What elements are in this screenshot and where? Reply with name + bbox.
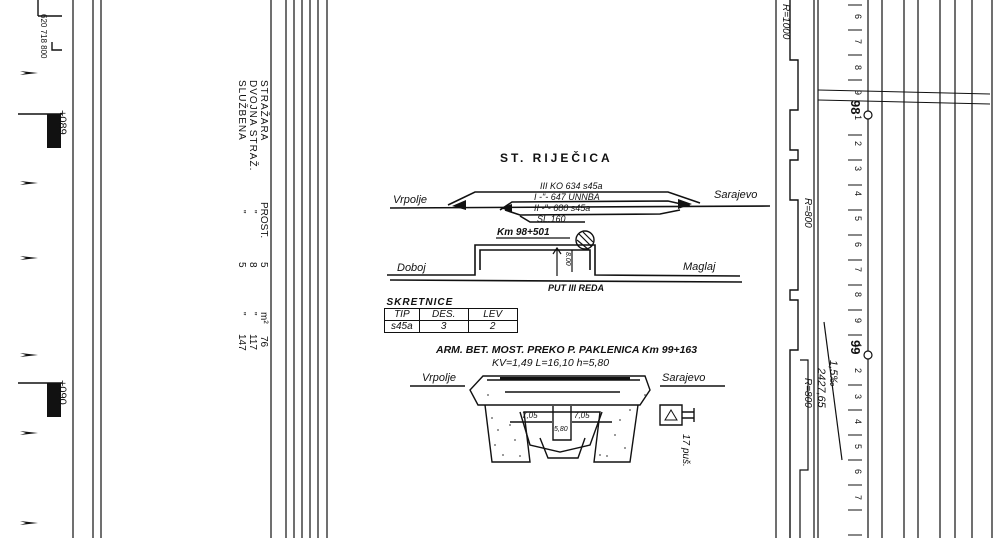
road-label: PUT III REDA <box>548 283 605 293</box>
bridge-span-right: 7,05 <box>574 411 590 420</box>
ruler-digit: 4 <box>853 418 863 424</box>
station-left-dest: Vrpolje <box>393 194 428 206</box>
km-mark-089: +089 <box>56 110 68 135</box>
offset-label: 620 718 800 <box>39 14 48 59</box>
track-2-label: II -"- 680 s45a <box>534 203 591 213</box>
personnel-b2: 117 <box>247 334 258 350</box>
ruler-digit: 7 <box>853 39 863 45</box>
personnel-b1: 76 <box>258 336 269 348</box>
station-title: ST. RIJEČICA <box>500 151 613 165</box>
personnel-b3: 147 <box>236 334 247 351</box>
road-right: Maglaj <box>683 261 716 273</box>
track-3-label: III KO 634 s45a <box>540 181 603 191</box>
ruler-digit: 4 <box>853 191 863 197</box>
bridge-section <box>410 375 725 463</box>
bridge-mid: 5,80 <box>554 426 568 433</box>
ruler-digit: 9 <box>853 89 863 95</box>
ruler-digit: 8 <box>853 64 863 70</box>
bridge-right-dest: Sarajevo <box>662 372 706 384</box>
ruler-digit: 5 <box>853 216 863 222</box>
personnel-q3: " <box>236 210 247 214</box>
track-1-label: I -"- 647 UNNBA <box>534 192 600 202</box>
station-km: Km 98+501 <box>497 227 550 238</box>
personnel-q2: " <box>247 210 258 214</box>
station-right-dest: Sarajevo <box>714 189 758 201</box>
personnel-unit: m² <box>258 312 269 324</box>
switch-table-title: SKRETNICE <box>386 297 454 308</box>
switch-cell-lev: 2 <box>467 320 518 333</box>
personnel-q2b: " <box>247 312 258 316</box>
km-block-089 <box>47 114 61 148</box>
ruler-digit: 2 <box>853 368 863 374</box>
switch-table: SKRETNICE TIP DES. LEV s45a 3 2 <box>384 297 518 333</box>
personnel-a1: 5 <box>258 262 269 268</box>
curvature-line <box>789 0 799 538</box>
km-circle-99 <box>863 350 873 360</box>
ruler-digit: 9 <box>853 317 863 323</box>
ruler-digit: 6 <box>853 241 863 247</box>
switch-head-lev: LEV <box>467 308 518 321</box>
station-side-small: 8.00 <box>564 252 571 266</box>
personnel-line2: DVOJNA STRAŽ. <box>247 80 258 172</box>
ruler-digit: 6 <box>853 469 863 475</box>
radius-bot: R=800 <box>802 378 813 408</box>
personnel-a3: 5 <box>236 262 247 268</box>
km-98-label: 98 <box>848 100 863 115</box>
bridge-params: KV=1,49 L=16,10 h=5,80 <box>492 357 610 369</box>
ruler-digit: 6 <box>853 14 863 20</box>
bridge-count: 17 puš. <box>680 434 691 467</box>
bridge-span-left: 7,05 <box>522 411 538 420</box>
ruler-digit: 7 <box>853 267 863 273</box>
personnel-prost: PROST. <box>258 202 269 239</box>
bridge-title: ARM. BET. MOST. PREKO P. PAKLENICA Km 99… <box>436 344 698 356</box>
km-block-090 <box>47 383 61 417</box>
road <box>387 244 743 283</box>
ruler-digit: 3 <box>853 393 863 399</box>
switch-cell-des: 3 <box>418 320 469 333</box>
radius-mid: R=800 <box>802 198 813 228</box>
ruler-ticks <box>817 4 991 536</box>
arrow-marks <box>20 71 38 525</box>
ruler-digit: 8 <box>853 292 863 298</box>
ruler-digit: 7 <box>853 494 863 500</box>
personnel-a2: 8 <box>247 262 258 268</box>
ruler-digit: 1 <box>853 342 863 348</box>
road-left: Doboj <box>397 262 426 274</box>
switch-cell-tip: s45a <box>384 320 420 333</box>
switch-head-des: DES. <box>418 308 469 321</box>
ruler-digit: 2 <box>853 140 863 146</box>
ruler-digit: 5 <box>853 444 863 450</box>
ruler-digit: 1 <box>853 115 863 121</box>
radius-top: R=1000 <box>780 4 791 40</box>
ruler-digit: 3 <box>853 165 863 171</box>
personnel-line3: SLUŽBENA <box>236 80 247 141</box>
personnel-q3b: " <box>236 312 247 316</box>
grade-label: 1,5‰ <box>827 360 839 387</box>
km-mark-090: +090 <box>56 380 68 405</box>
switch-head-tip: TIP <box>384 308 420 321</box>
bridge-left-dest: Vrpolje <box>422 372 457 384</box>
level-label: 2427,65 <box>815 368 827 408</box>
km-circle-98 <box>863 110 873 120</box>
track-sl-label: SL.160 <box>537 214 566 224</box>
personnel-line1: STRAŽARA <box>258 80 269 142</box>
concrete-hatch <box>487 394 646 457</box>
